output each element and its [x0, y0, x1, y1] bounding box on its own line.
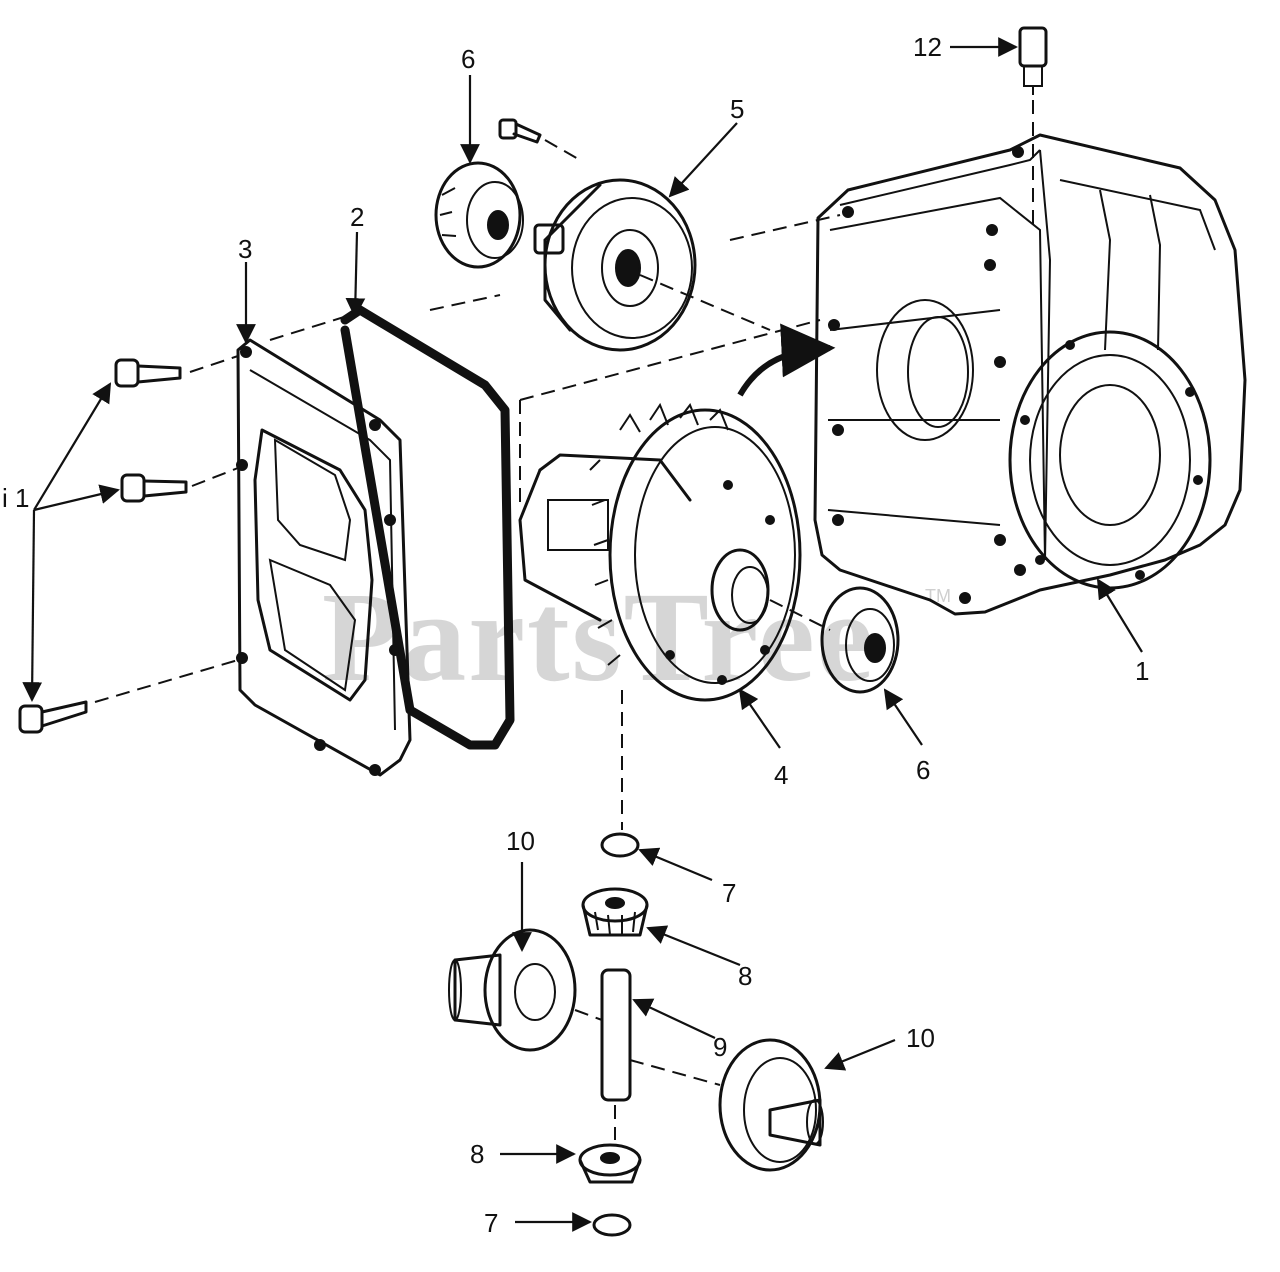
callout-12: 12 [913, 32, 942, 62]
callout-3: 3 [238, 234, 252, 264]
bearing-bottom[interactable] [820, 586, 900, 694]
callout-6-top: 6 [461, 44, 475, 74]
callout-7-top: 7 [722, 878, 736, 908]
callout-5: 5 [730, 94, 744, 124]
bolts[interactable] [18, 355, 239, 734]
snap-ring-bottom[interactable] [592, 1105, 632, 1237]
ring-gear-assembly[interactable] [518, 402, 802, 702]
bearing-top[interactable] [434, 161, 524, 269]
pinion-gear-bottom[interactable] [578, 1143, 642, 1184]
callout-11: i 1 [2, 483, 29, 513]
callout-4: 4 [774, 760, 788, 790]
assembly-guides [269, 214, 841, 631]
transmission-housing[interactable] [813, 133, 1247, 616]
callout-1: 1 [1135, 656, 1149, 686]
callout-8-bottom: 8 [470, 1139, 484, 1169]
callout-6-bottom: 6 [916, 755, 930, 785]
cover-plate[interactable] [236, 338, 412, 777]
callout-2: 2 [350, 202, 364, 232]
callout-labels: 12 6 5 2 3 i 1 1 4 6 10 7 8 9 10 8 7 [2, 32, 1149, 1238]
watermark-text: PartsTree [322, 566, 875, 708]
watermark: PartsTree TM [322, 566, 951, 708]
cross-shaft[interactable] [600, 690, 632, 1102]
rotation-arrow [737, 323, 836, 397]
leaders [22, 37, 1143, 1232]
callout-9: 9 [713, 1032, 727, 1062]
vent-plug[interactable] [1018, 26, 1048, 230]
pinion-gear-top[interactable] [581, 887, 649, 937]
screw-small[interactable] [498, 118, 581, 161]
callout-10-left: 10 [506, 826, 535, 856]
side-gear-right[interactable] [629, 1038, 824, 1172]
callout-10-right: 10 [906, 1023, 935, 1053]
clutch-drum[interactable] [533, 178, 697, 352]
gasket[interactable] [340, 305, 515, 750]
snap-ring-top[interactable] [600, 832, 640, 858]
callout-8-top: 8 [738, 961, 752, 991]
callout-7-bottom: 7 [484, 1208, 498, 1238]
side-gear-left[interactable] [448, 928, 603, 1052]
